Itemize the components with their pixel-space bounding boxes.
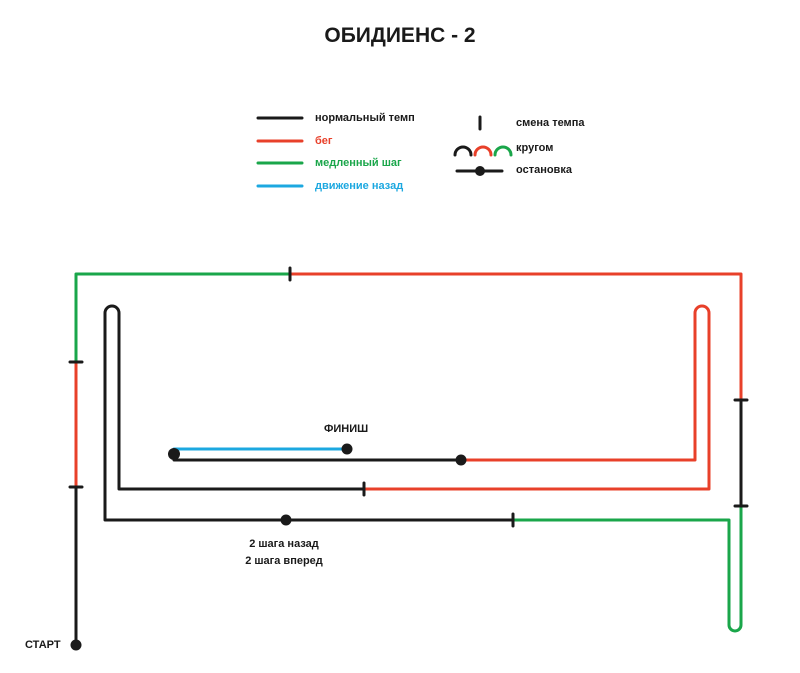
legend-circle-green-arc <box>493 145 513 157</box>
note-line-2: 2 шага вперед <box>245 555 323 567</box>
stop-dot <box>455 454 467 466</box>
legend-stop-dot <box>475 166 485 176</box>
legend-circle-red-arc <box>473 145 493 157</box>
legend-normal-label: нормальный темп <box>315 112 415 124</box>
route-run-2 <box>288 272 743 402</box>
legend-run-label: бег <box>315 135 333 147</box>
note-line-1: 2 шага назад <box>249 538 319 550</box>
legend-stop-label: остановка <box>516 164 572 176</box>
finish-dot <box>341 443 353 455</box>
route-slow-1 <box>74 272 292 364</box>
legend-circle-label: кругом <box>516 142 554 154</box>
route-normal-3 <box>103 304 515 522</box>
finish-label: ФИНИШ <box>324 423 369 435</box>
stop-dot <box>168 448 180 460</box>
start-dot <box>70 639 82 651</box>
stop-note: 2 шага назад 2 шага вперед <box>214 536 354 570</box>
legend-circle-black-arc <box>453 145 473 157</box>
start-label: СТАРТ <box>25 639 61 651</box>
page-title: ОБИДИЕНС - 2 <box>324 24 476 47</box>
legend-slow-label: медленный шаг <box>315 157 402 169</box>
route-slow-2 <box>511 504 743 633</box>
stop-dot <box>280 514 292 526</box>
legend-back-label: движение назад <box>315 180 404 192</box>
route-run-3 <box>362 304 711 491</box>
legend-pace-change-label: смена темпа <box>516 117 585 129</box>
